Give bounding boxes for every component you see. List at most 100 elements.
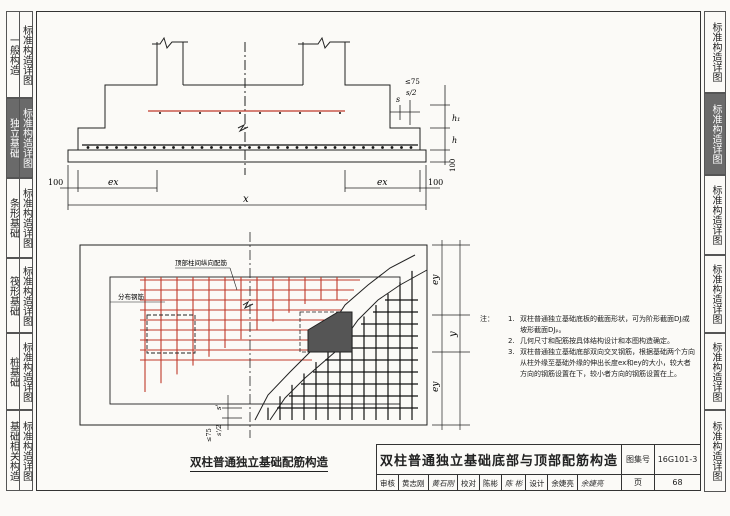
page-number: 68 xyxy=(672,478,683,487)
bar-dot xyxy=(199,112,201,114)
bottom-bar-grid xyxy=(267,270,418,420)
bar-dot xyxy=(143,146,147,149)
left-tab-label: 标准构造详图 xyxy=(19,411,32,490)
left-tab-0[interactable]: 一般构造标准构造详图 xyxy=(6,11,33,98)
review-name: 黄志刚 xyxy=(399,475,429,491)
right-tab-2[interactable]: 标准构造详图 xyxy=(704,175,726,255)
bar-dot xyxy=(362,146,365,149)
column-right-dashed xyxy=(299,311,353,353)
bar-dot xyxy=(371,146,375,149)
right-tab-4[interactable]: 标准构造详图 xyxy=(704,333,726,410)
left-tab-category: 一般构造 xyxy=(7,34,19,75)
column-break-right xyxy=(298,36,350,50)
bar-dot xyxy=(343,146,346,149)
left-tab-2[interactable]: 条形基础标准构造详图 xyxy=(6,178,33,258)
column-break-left xyxy=(152,36,188,50)
bar-dot xyxy=(409,146,413,149)
dim-ey-bottom: ey xyxy=(431,381,441,392)
dim-ex-left: ex xyxy=(108,178,118,188)
bar-dot xyxy=(124,146,128,149)
right-tab-5[interactable]: 标准构造详图 xyxy=(704,410,726,492)
bar-dot xyxy=(339,112,341,114)
base-outline xyxy=(79,244,428,426)
bar-dot xyxy=(381,146,384,149)
label-top-column-bar: 顶部柱间纵向配筋 xyxy=(175,258,228,267)
dim-ey-top: ey xyxy=(431,274,441,285)
column-right-section xyxy=(307,311,353,353)
bar-dot xyxy=(267,146,270,149)
design-label: 设计 xyxy=(526,475,549,491)
bar-dot xyxy=(162,146,166,149)
bar-dot xyxy=(96,146,99,149)
bar-dot xyxy=(172,146,175,149)
top-bar-grid xyxy=(140,277,360,392)
bar-dot xyxy=(159,112,161,114)
left-tab-label: 标准构造详图 xyxy=(19,12,32,97)
right-tab-1[interactable]: 标准构造详图 xyxy=(704,93,726,175)
bar-dot xyxy=(324,146,327,149)
atlas-label: 图集号 xyxy=(622,445,655,475)
top-bar-dots xyxy=(159,112,341,114)
bar-dot xyxy=(305,146,308,149)
plan-break-symbol xyxy=(242,300,254,310)
left-column-outline xyxy=(77,42,421,151)
left-tab-label: 标准构造详图 xyxy=(19,99,32,177)
bar-dot xyxy=(248,146,251,149)
review-signature: 黄石刚 xyxy=(429,475,458,491)
dim-s-prime: s' xyxy=(215,404,223,410)
bar-dot xyxy=(295,146,299,149)
bar-dot xyxy=(181,146,185,149)
dim-h1: h₁ xyxy=(452,114,460,123)
left-tab-category: 条形基础 xyxy=(7,198,19,238)
bar-dot xyxy=(279,112,281,114)
dim-100-left: 100 xyxy=(48,178,63,187)
notes-block: 注： 1. 双柱普通独立基础底板的截面形状，可为阶形截面DJⱼ或坡形截面DJₚ。… xyxy=(480,314,695,380)
design-signature: 余婕亮 xyxy=(580,478,604,488)
bar-dot xyxy=(400,146,403,149)
bar-dot xyxy=(238,146,242,149)
note-2-text: 几何尺寸和配筋按具体结构设计和本图构造确定。 xyxy=(520,337,674,345)
dim-ex-right: ex xyxy=(377,178,387,188)
bar-dot xyxy=(179,112,181,114)
note-3-text: 双柱普通独立基础底部双向交叉钢筋，根据基础两个方向从柱外缘至基础外缘的伸出长度e… xyxy=(520,348,695,378)
section-view xyxy=(67,36,427,175)
atlas-number: 16G101-3 xyxy=(655,445,700,475)
left-tab-3[interactable]: 筏形基础标准构造详图 xyxy=(6,258,33,333)
left-tab-4[interactable]: 桩基础标准构造详图 xyxy=(6,333,33,410)
left-tab-category: 筏形基础 xyxy=(7,275,19,316)
bar-dot xyxy=(210,146,213,149)
plan-view xyxy=(79,232,470,438)
left-tab-5[interactable]: 基础相关构造标准构造详图 xyxy=(6,410,33,491)
bar-dot xyxy=(259,112,261,114)
dim-y: y xyxy=(448,331,459,338)
left-tab-label: 标准构造详图 xyxy=(19,334,32,409)
bar-dot xyxy=(200,146,204,149)
figure-caption: 双柱普通独立基础配筋构造 xyxy=(190,454,328,472)
label-distribution-bar: 分布钢筋 xyxy=(118,292,145,301)
review-label: 审核 xyxy=(377,475,399,491)
dim-x: x xyxy=(243,194,249,205)
dim-s: s xyxy=(396,95,400,104)
left-tab-category: 桩基础 xyxy=(7,356,19,387)
check-signature: 陈 彬 xyxy=(502,475,527,491)
title-block: 双柱普通独立基础底部与顶部配筋构造 图集号 16G101-3 页 68 审核 黄… xyxy=(376,444,701,491)
note-1-text: 双柱普通独立基础底板的截面形状，可为阶形截面DJⱼ或坡形截面DJₚ。 xyxy=(520,315,690,334)
dim-100-vertical: 100 xyxy=(449,159,457,172)
bar-dot xyxy=(257,146,261,149)
right-tab-3[interactable]: 标准构造详图 xyxy=(704,255,726,333)
page-label: 页 xyxy=(622,475,655,490)
bar-dot xyxy=(115,146,118,149)
signature-row: 审核 黄志刚 黄石刚 校对 陈彬 陈 彬 设计 余婕亮 余婕亮 xyxy=(377,475,622,491)
dim-le75-plan: ≤75 xyxy=(205,428,213,442)
note-2-num: 2. xyxy=(508,337,515,345)
bar-dot xyxy=(219,112,221,114)
left-tab-1[interactable]: 独立基础标准构造详图 xyxy=(6,98,33,178)
bar-dot xyxy=(153,146,156,149)
dim-100-right: 100 xyxy=(428,178,443,187)
center-break-symbol xyxy=(237,123,249,133)
bar-dot xyxy=(319,112,321,114)
bottom-bar-dots xyxy=(86,146,413,149)
dim-le75: ≤75 xyxy=(405,78,420,86)
right-tab-0[interactable]: 标准构造详图 xyxy=(704,11,726,93)
